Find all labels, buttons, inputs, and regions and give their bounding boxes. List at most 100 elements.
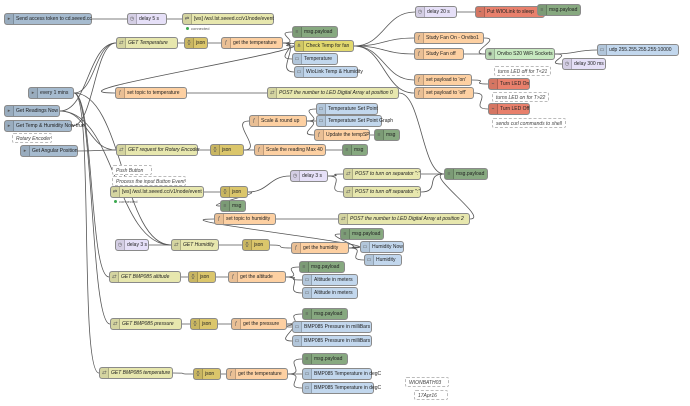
wire-get-the-temperature-2-to-msg-payload-7 [287,358,303,375]
every-1-mins-node[interactable]: ▸every 1 mins [28,87,74,99]
ws-node-event-2-node[interactable]: ⇄[ws] /ws/.lst.seeed.cc/v1/node/event [110,186,204,198]
msg-payload-4-node[interactable]: ≡msg.payload [340,228,384,240]
msg-payload-3-node[interactable]: ≡msg.payload [444,168,488,180]
delay-3s-b-node[interactable]: ◷delay 3 s [115,239,149,251]
temperature-set-point-node[interactable]: ▭Temperature Set Point [316,103,378,115]
process-input-button-label: Process the input Button Event [116,179,185,185]
bmp-pressure-2-node[interactable]: ▭BMP085 Pressure in milliBars [292,335,372,347]
temperature-set-point-label: Temperature Set Point [328,106,378,112]
bmp-temperature-1-node[interactable]: ▭BMP085 Temperature in degC [302,368,381,380]
msg-payload-2-node[interactable]: ≡msg.payload [537,4,581,16]
msg-payload-5-label: msg.payload [311,264,340,270]
function-icon: ƒ [415,75,424,85]
msg-payload-5-node[interactable]: ≡msg.payload [299,261,345,273]
msg-3-label: msg [232,203,242,209]
update-temp-sp-label: Update the tempSP [326,132,370,138]
temperature-1-node[interactable]: ▭Temperature [292,53,338,65]
debug-icon: ≡ [375,130,384,140]
msg-2-node[interactable]: ≡msg [342,144,368,156]
get-humidity-node[interactable]: ⇄GET Humidity [171,239,219,251]
get-bmp085-altitude-node[interactable]: ⇄GET BMP085 altitude [109,271,181,283]
bmp-temperature-2-label: BMP085 Temperature in degC [314,385,382,391]
get-bmp085-pressure-label: GET BMP085 pressure [122,321,174,327]
bmp-temperature-2-node[interactable]: ▭BMP085 Temperature in degC [302,382,381,394]
check-temp-for-fan-node[interactable]: ⋔Check Temp for fan [294,40,354,52]
wire-set-payload-on-to-turn-led-on [471,79,489,85]
udp-broadcast-node[interactable]: ▭udp 255.255.255.255:10000 [597,44,679,56]
get-angular-position-node[interactable]: ▸Get Angular Position [20,145,78,157]
wiolink-temp-humidity-node[interactable]: ▭WioLink Temp & Humidity [294,66,363,78]
template-icon: ▭ [295,67,304,77]
delay-20s-node[interactable]: ◷delay 20 s [415,6,457,18]
post-digital-array-0-node[interactable]: ⇄POST the number to LED Digital Array at… [267,87,399,99]
ws-node-event-2-status: connected [114,199,137,204]
humidity-node[interactable]: ▭Humidity [364,254,402,266]
json-3-node[interactable]: {}json [220,186,248,198]
function-icon: ƒ [255,145,264,155]
put-wiolink-to-sleep-node[interactable]: ⌁Put WIOLink to sleep [475,6,545,18]
msg-payload-6-node[interactable]: ≡msg.payload [302,308,348,320]
ws-node-event-node[interactable]: ⇄[ws] /ws/.lst.seeed.cc/v1/node/event [182,13,274,25]
delay-5s-node[interactable]: ◷delay 5 s [127,13,167,25]
post-digital-array-2-node[interactable]: ⇄POST the number to LED Digital Array at… [338,213,470,225]
turn-led-on-node[interactable]: ⌁Turn LED On [488,78,530,90]
date-17apr16-comment: 17Apr16 [414,390,448,400]
altitude-in-meters-1-node[interactable]: ▭Altitude in meters [302,274,358,286]
wire-get-readings-now-to-get-temperature [59,42,117,112]
bmp-pressure-1-node[interactable]: ▭BMP085 Pressure in milliBars [292,321,372,333]
temperature-set-point-graph-node[interactable]: ▭Temperature Set Point Graph [316,115,393,127]
msg-1-node[interactable]: ≡msg [374,129,400,141]
get-request-rotary-node[interactable]: ⇄GET request for Rotary Encoder [116,144,200,156]
template-icon: ▭ [317,104,326,114]
debug-icon: ≡ [303,354,312,364]
orvibo-wifi-sockets-node[interactable]: ◉Orvibo S20 WiFi Sockets [485,48,555,60]
delay-5s-label: delay 5 s [139,16,160,22]
msg-3-node[interactable]: ≡msg [220,200,246,212]
get-bmp085-temperature-label: GET BMP085 temperature [111,370,171,376]
send-access-token-node[interactable]: ▸Send access token to cd.seeed.cc [4,13,92,25]
json-7-node[interactable]: {}json [193,368,221,380]
msg-payload-1-label: msg.payload [304,29,333,35]
get-temperature-node[interactable]: ⇄GET Temperature [116,37,178,49]
json-icon: {} [194,369,203,379]
json-icon: {} [211,145,220,155]
post-turn-on-separator-node[interactable]: ⇄POST to turn on separator ":" [343,168,421,180]
post-turn-off-separator-node[interactable]: ⇄POST to turn off separator ":" [343,186,421,198]
json-6-node[interactable]: {}json [190,318,218,330]
json-5-node[interactable]: {}json [188,271,216,283]
delay-3s-a-node[interactable]: ◷delay 3 s [290,170,328,182]
altitude-in-meters-2-node[interactable]: ▭Altitude in meters [302,287,358,299]
json-1-node[interactable]: {}json [184,37,208,49]
get-readings-now-node[interactable]: ▸Get Readings Now [4,105,60,117]
turn-led-on-comment: turns LED on for T>22 [492,92,550,102]
turn-led-off-node[interactable]: ⌁Turn LED Off [488,103,530,115]
msg-payload-1-node[interactable]: ≡msg.payload [292,26,338,38]
delay-300ms-node[interactable]: ◷delay 300 ms [562,58,606,70]
get-bmp085-pressure-node[interactable]: ⇄GET BMP085 pressure [110,318,182,330]
turn-led-off-label: Turn LED Off [500,106,530,112]
wire-get-the-temperature-to-msg-payload-1 [282,31,293,44]
json-4-node[interactable]: {}json [242,239,270,251]
get-bmp085-temperature-node[interactable]: ⇄GET BMP085 temperature [99,367,173,379]
humidity-now-node[interactable]: ▭Humidity Now [360,241,404,253]
json-2-node[interactable]: {}json [210,144,244,156]
get-temp-humidity-now-node[interactable]: ▸Get Temp & Humidity Now true [4,120,85,132]
push-button-label: Push Button [116,168,144,174]
rpi-icon: ⌁ [476,7,485,17]
msg-payload-7-node[interactable]: ≡msg.payload [302,353,348,365]
